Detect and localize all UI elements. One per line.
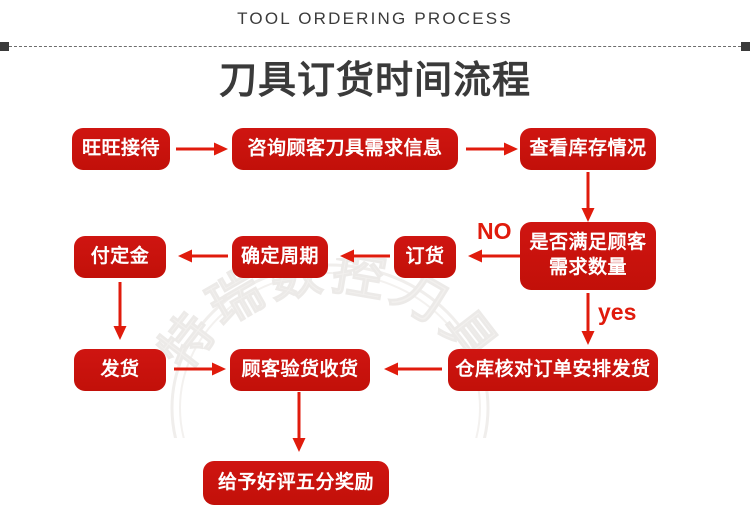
arrow-n7-n8 bbox=[113, 282, 127, 340]
watermark: 特瑞数控刀具 bbox=[155, 258, 505, 438]
flow-node-warehouse-verify-arrange[interactable]: 仓库核对订单安排发货 bbox=[448, 349, 658, 391]
page-eyebrow: TOOL ORDERING PROCESS bbox=[237, 9, 513, 28]
flow-node-ship-goods[interactable]: 发货 bbox=[74, 349, 166, 391]
flow-node-inquire-customer-needs[interactable]: 咨询顾客刀具需求信息 bbox=[232, 128, 458, 170]
flow-node-wangwang-reception[interactable]: 旺旺接待 bbox=[72, 128, 170, 170]
branch-label-no: NO bbox=[477, 218, 512, 244]
arrow-n1-n2 bbox=[176, 142, 228, 156]
flow-node-decision-stock-sufficient[interactable]: 是否满足顾客 需求数量 bbox=[520, 222, 656, 290]
arrow-n9-n11 bbox=[292, 392, 306, 452]
divider-cap-left bbox=[0, 42, 9, 51]
flow-node-place-order[interactable]: 订货 bbox=[394, 236, 456, 278]
decision-line-1: 是否满足顾客 bbox=[529, 232, 647, 254]
branch-label-yes: yes bbox=[598, 299, 637, 325]
header-divider bbox=[0, 42, 750, 51]
page-title: 刀具订货时间流程 bbox=[218, 60, 531, 102]
arrow-decision-n5-no bbox=[462, 249, 520, 263]
flow-node-customer-inspect-receive[interactable]: 顾客验货收货 bbox=[230, 349, 370, 391]
arrow-n3-decision bbox=[581, 172, 595, 222]
arrow-n6-n7 bbox=[172, 249, 228, 263]
decision-line-2: 需求数量 bbox=[548, 257, 627, 278]
arrow-n8-n9 bbox=[174, 362, 226, 376]
flow-node-confirm-lead-time[interactable]: 确定周期 bbox=[232, 236, 328, 278]
divider-line bbox=[9, 46, 741, 47]
arrow-decision-n10-yes bbox=[581, 293, 595, 345]
arrow-n10-n9 bbox=[378, 362, 442, 376]
flow-node-pay-deposit[interactable]: 付定金 bbox=[74, 236, 166, 278]
flow-node-five-star-review-reward[interactable]: 给予好评五分奖励 bbox=[203, 461, 389, 505]
divider-cap-right bbox=[741, 42, 750, 51]
flow-node-check-inventory[interactable]: 查看库存情况 bbox=[520, 128, 656, 170]
arrow-n5-n6 bbox=[334, 249, 390, 263]
arrow-n2-n3 bbox=[466, 142, 518, 156]
